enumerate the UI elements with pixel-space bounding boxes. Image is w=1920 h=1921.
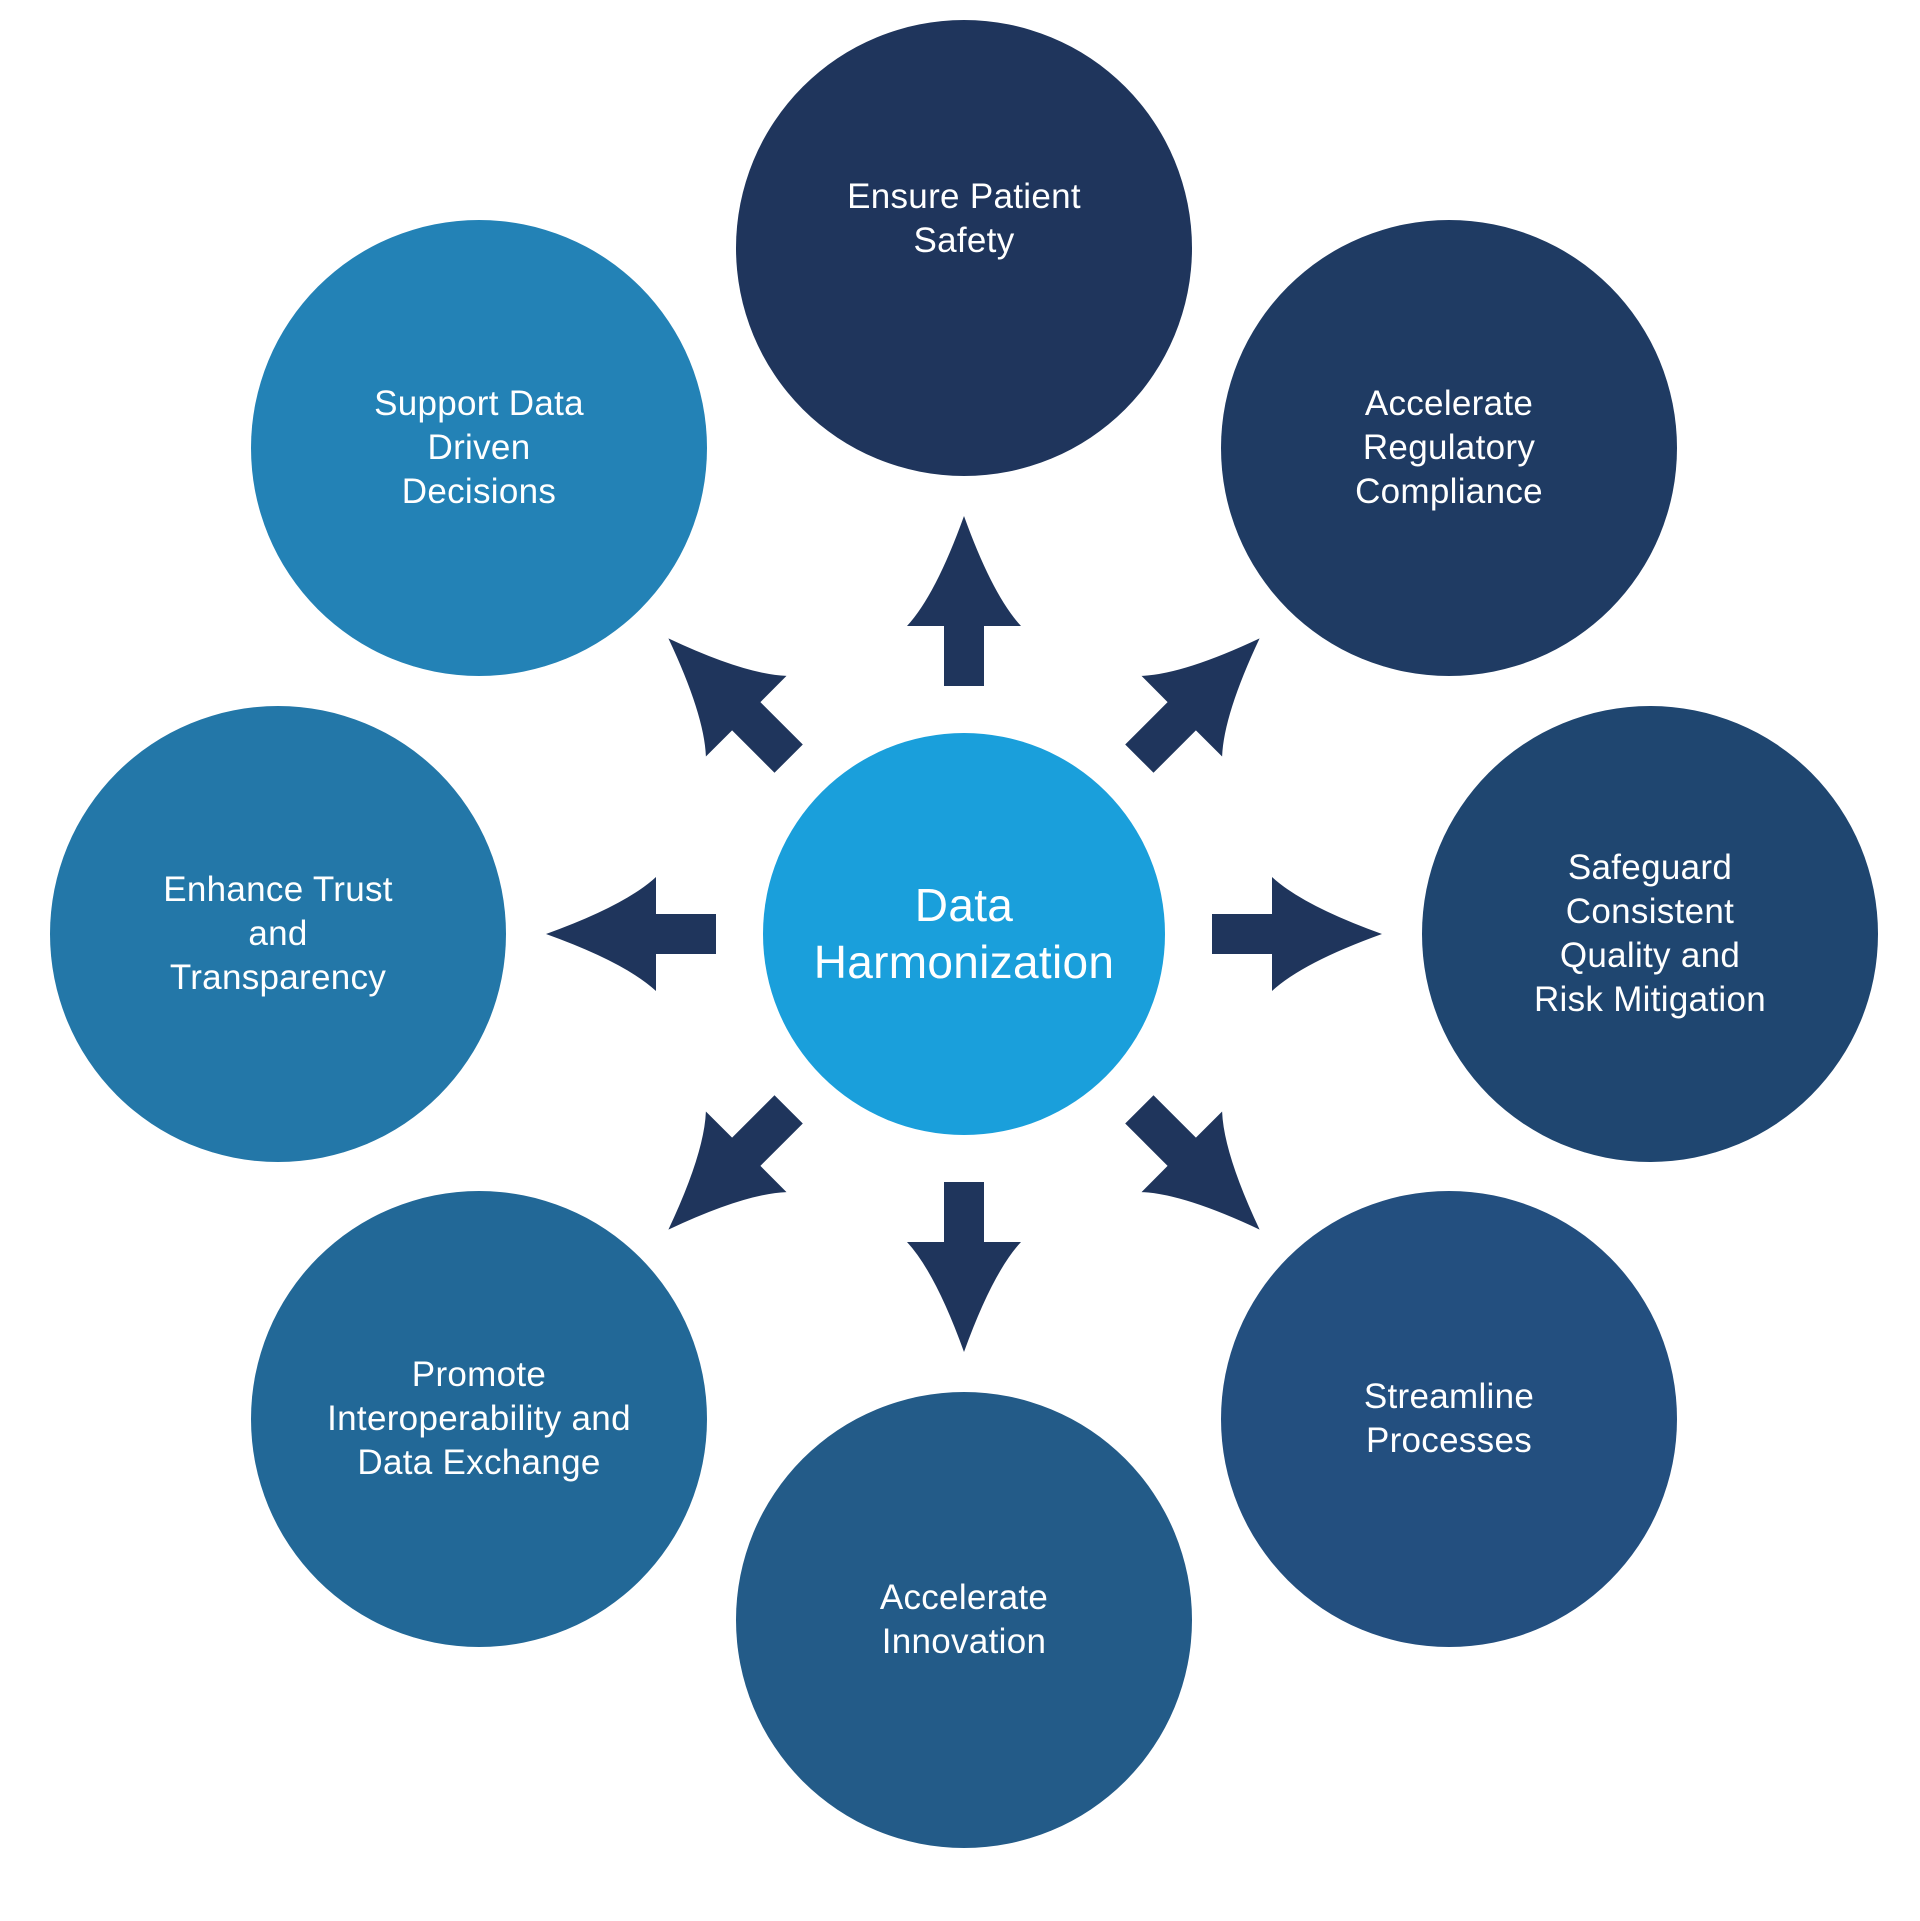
arrow-down-right <box>1125 1095 1260 1230</box>
node-enhance-trust: Enhance Trust and Transparency <box>50 706 506 1162</box>
node-streamline-processes: Streamline Processes <box>1221 1191 1677 1647</box>
node-label-support-data-driven-decisions: Support Data Driven Decisions <box>374 384 584 511</box>
arrow-left <box>546 877 716 991</box>
node-label-safeguard-consistent-quality: Safeguard Consistent Quality and Risk Mi… <box>1533 848 1767 1019</box>
arrow-up-right <box>1125 638 1260 773</box>
node-safeguard-consistent-quality: Safeguard Consistent Quality and Risk Mi… <box>1422 706 1878 1162</box>
arrow-up <box>907 516 1021 686</box>
arrow-up-left <box>668 638 803 773</box>
node-support-data-driven-decisions: Support Data Driven Decisions <box>251 220 707 676</box>
center-node-data-harmonization: Data Harmonization <box>763 733 1165 1135</box>
node-label-streamline-processes: Streamline Processes <box>1363 1377 1535 1460</box>
node-ensure-patient-safety: Ensure Patient Safety <box>736 20 1192 476</box>
node-label-accelerate-innovation: Accelerate Innovation <box>879 1578 1049 1661</box>
node-label-promote-interoperability: Promote Interoperability and Data Exchan… <box>327 1355 631 1482</box>
node-accelerate-innovation: Accelerate Innovation <box>736 1392 1192 1848</box>
node-accelerate-regulatory-compliance: Accelerate Regulatory Compliance <box>1221 220 1677 676</box>
arrow-down <box>907 1182 1021 1352</box>
center-node-label: Data Harmonization <box>813 879 1115 988</box>
node-label-ensure-patient-safety: Ensure Patient Safety <box>847 177 1081 260</box>
node-label-accelerate-regulatory-compliance: Accelerate Regulatory Compliance <box>1355 384 1543 511</box>
node-promote-interoperability: Promote Interoperability and Data Exchan… <box>251 1191 707 1647</box>
arrow-right <box>1212 877 1382 991</box>
node-label-enhance-trust: Enhance Trust and Transparency <box>163 870 393 997</box>
arrow-down-left <box>668 1095 803 1230</box>
